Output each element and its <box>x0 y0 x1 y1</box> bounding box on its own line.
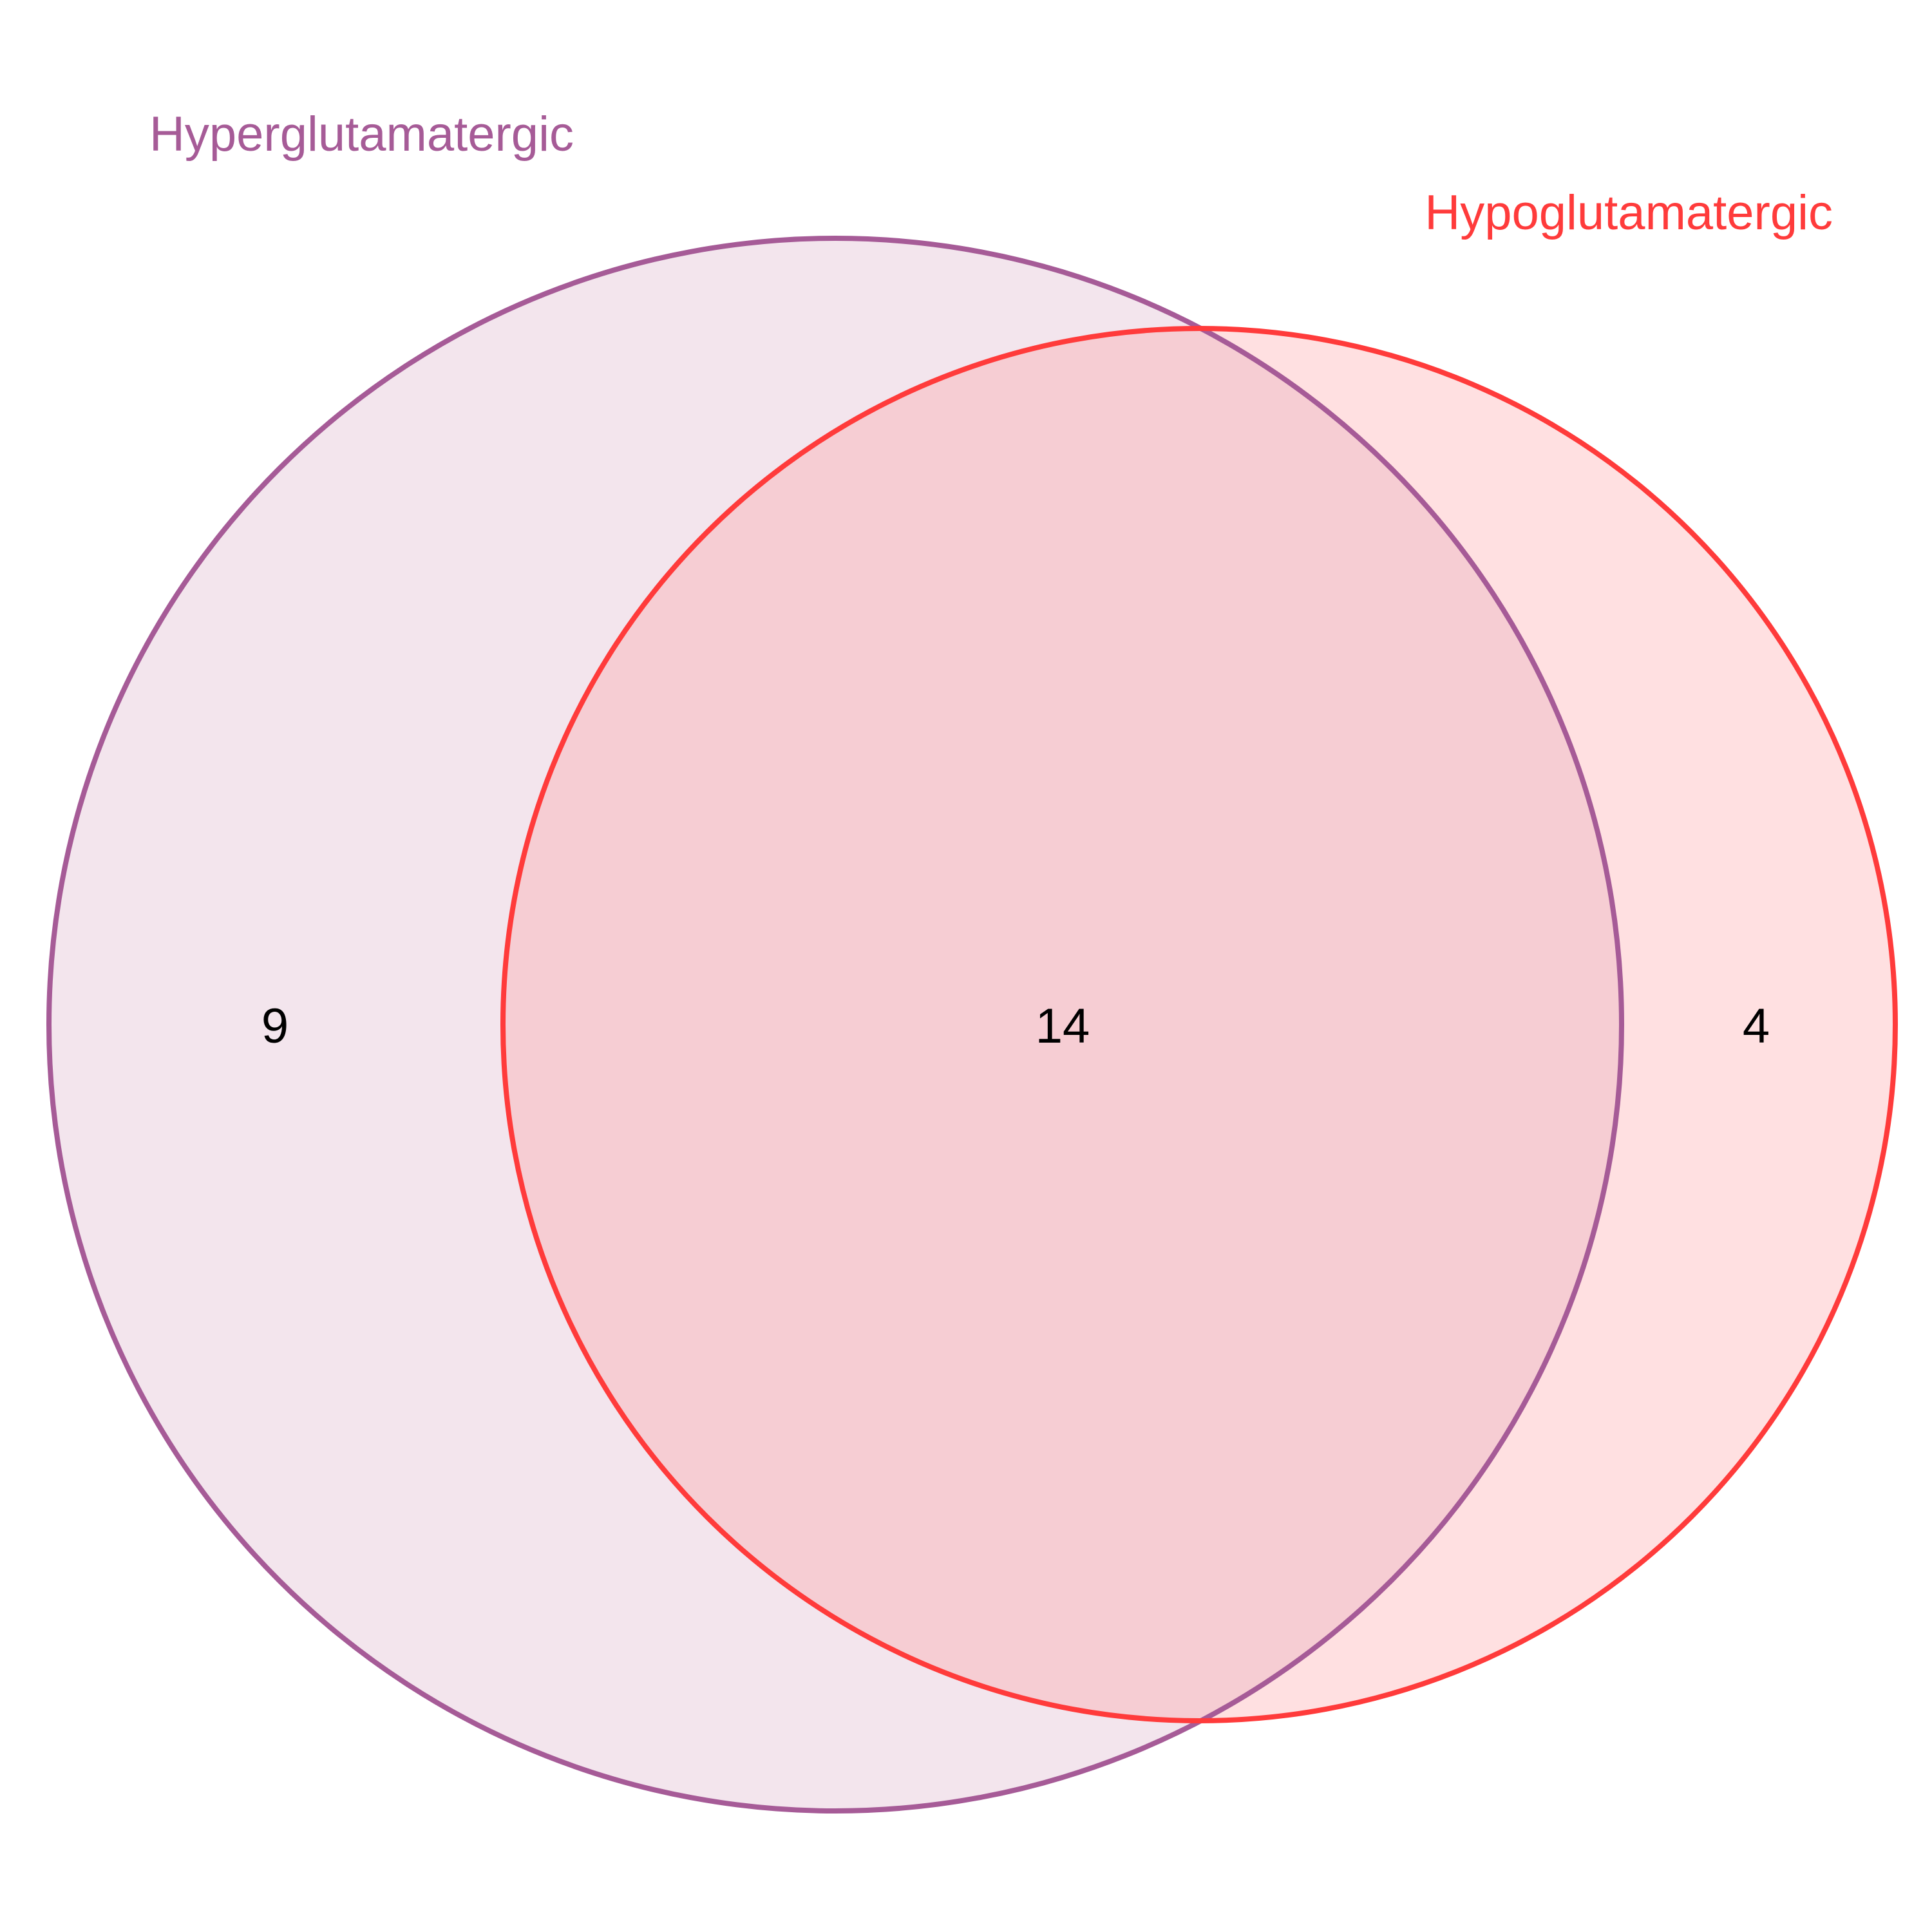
hypoglutamatergic-label: Hypoglutamatergic <box>1425 185 1833 240</box>
overlap-count: 14 <box>1036 999 1090 1054</box>
hyperglutamatergic-circle-outline <box>46 236 1624 1814</box>
hyperglutamatergic-label: Hyperglutamatergic <box>149 107 574 162</box>
hypoglutamatergic-circle-outline <box>500 326 1898 1723</box>
hypoglutamatergic-only-count: 4 <box>1743 999 1770 1054</box>
hyperglutamatergic-only-count: 9 <box>261 999 289 1054</box>
